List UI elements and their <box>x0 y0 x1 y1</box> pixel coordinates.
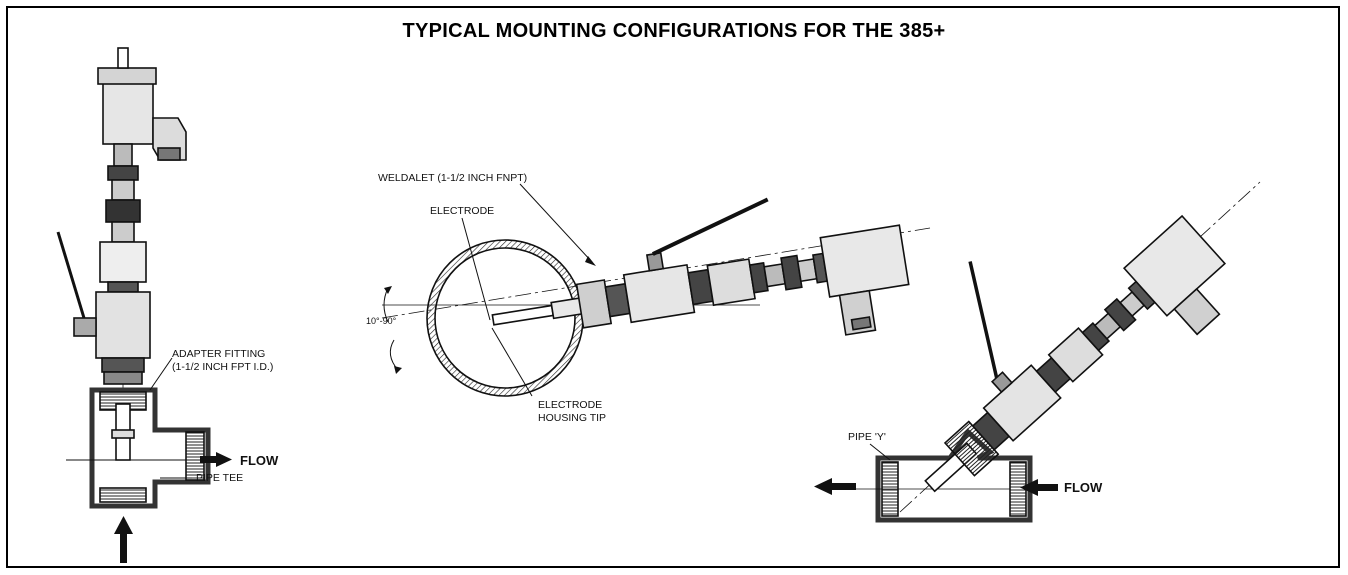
electrode-housing-tip-label: ELECTRODE <box>538 399 602 411</box>
vertical-mount-assembly <box>56 47 211 509</box>
flow-arrow-up <box>114 516 133 563</box>
flow-arrow-left-outlet <box>814 478 856 495</box>
page-title: TYPICAL MOUNTING CONFIGURATIONS FOR THE … <box>402 20 946 42</box>
flow-arrow-left-inlet <box>1020 479 1058 496</box>
flow-arrow-right <box>200 452 232 467</box>
angle-arrowheads <box>384 286 402 374</box>
pipe-tee-label: PIPE TEE <box>196 472 243 484</box>
weldalet-mount-assembly <box>381 197 931 397</box>
electrode-housing-tip-label-2: HOUSING TIP <box>538 412 606 424</box>
left-flow-label: FLOW <box>240 453 279 468</box>
adapter-fitting-label: ADAPTER FITTING <box>172 348 265 360</box>
angle-range-label: 10°-90° <box>366 316 397 326</box>
right-flow-label: FLOW <box>1064 480 1103 495</box>
pipe-y-mount-assembly <box>846 181 1261 523</box>
weldalet-label: WELDALET (1-1/2 INCH FNPT) <box>378 172 527 184</box>
figure-frame <box>6 6 1340 568</box>
electrode-label: ELECTRODE <box>430 205 494 217</box>
pipe-y-label: PIPE 'Y' <box>848 431 886 443</box>
adapter-fitting-size-label: (1-1/2 INCH FPT I.D.) <box>172 361 273 373</box>
